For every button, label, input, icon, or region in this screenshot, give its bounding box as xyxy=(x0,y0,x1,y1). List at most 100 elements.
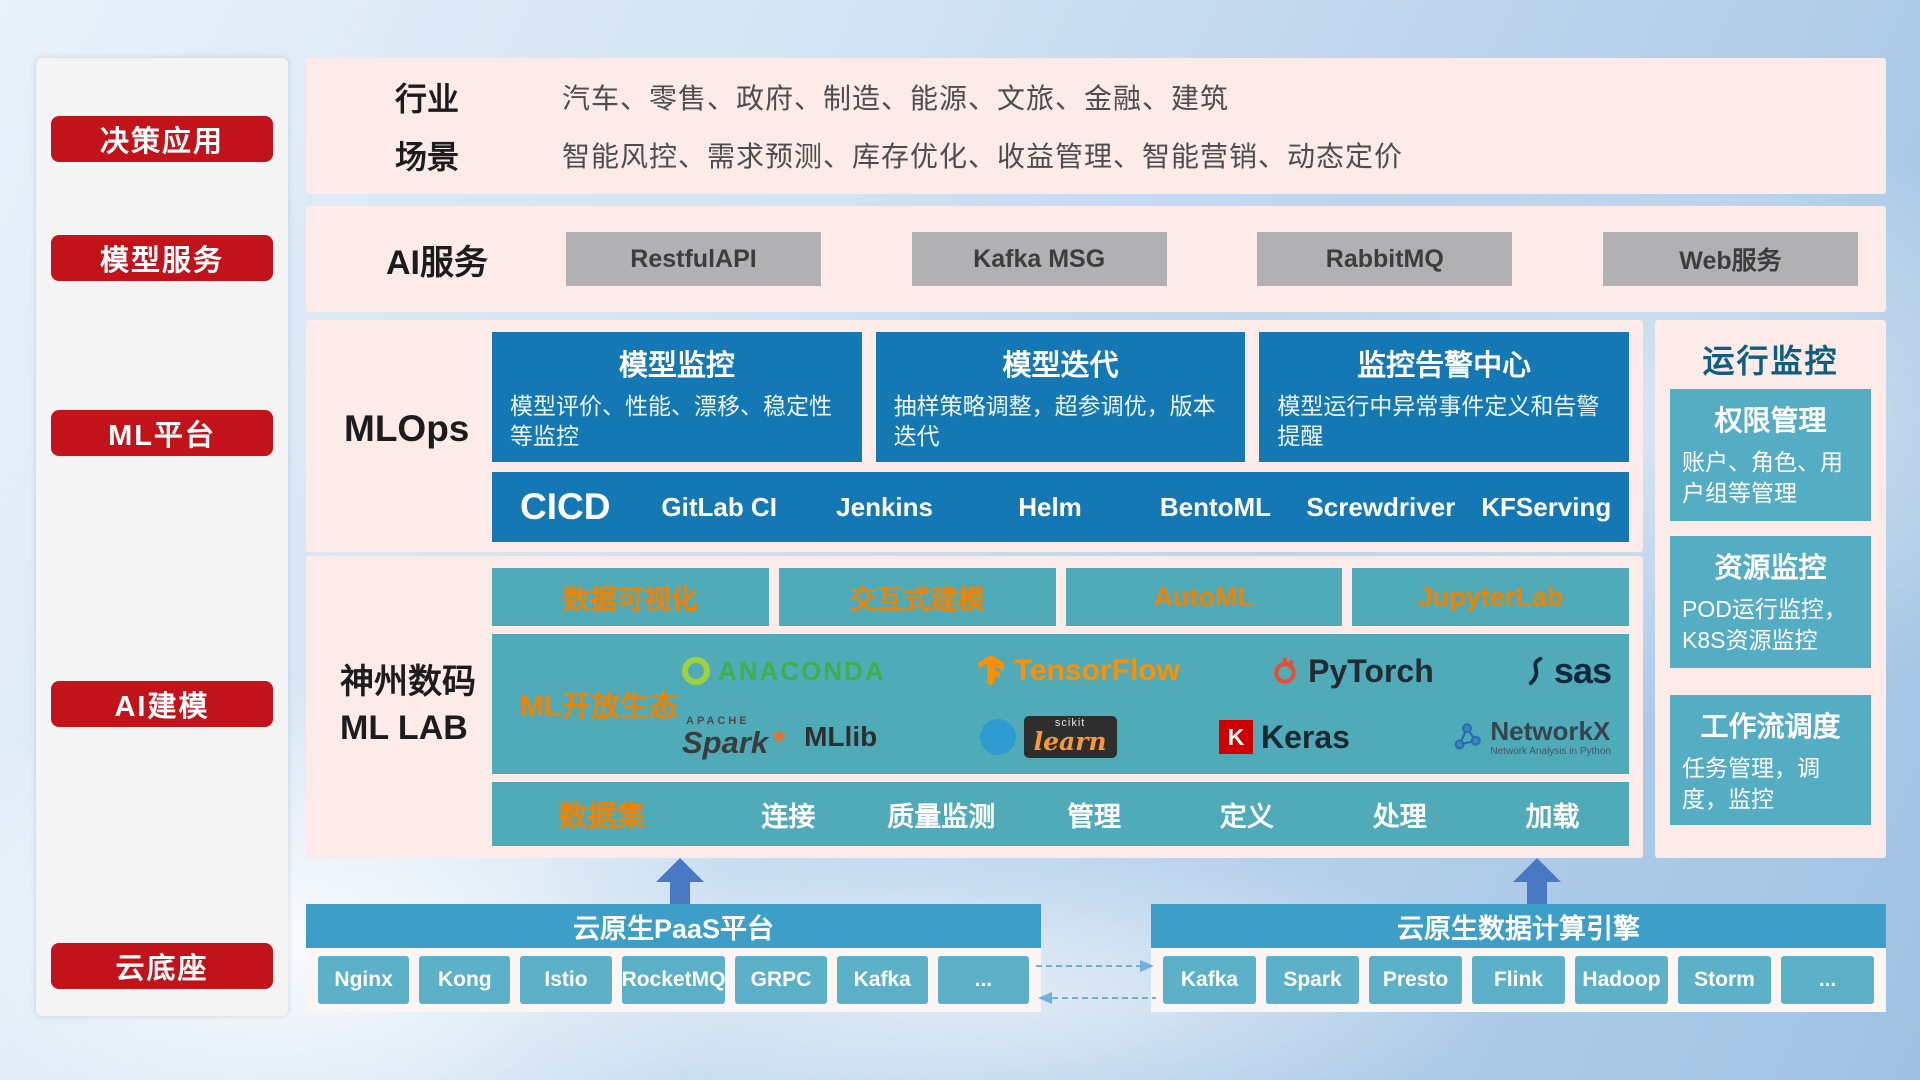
cicd-helm: Helm xyxy=(1018,492,1082,522)
sidebar-item-ai-modeling: AI建模 xyxy=(51,681,273,727)
dataset-define: 定义 xyxy=(1219,801,1274,832)
pytorch-wordmark: PyTorch xyxy=(1308,652,1434,689)
scene-values: 智能风控、需求预测、库存优化、收益管理、智能营销、动态定价 xyxy=(562,141,1404,172)
sas-logo: sas xyxy=(1524,650,1612,692)
mlops-label: MLOps xyxy=(344,408,470,449)
sas-wordmark: sas xyxy=(1553,650,1612,691)
up-arrow-right xyxy=(1513,858,1561,904)
scikit-badge: scikit learn xyxy=(1023,716,1117,758)
service-restfulapi: RestfulAPI xyxy=(566,232,821,286)
ai-service-buttons: RestfulAPI Kafka MSG RabbitMQ Web服务 xyxy=(566,232,1858,286)
service-kafka-msg: Kafka MSG xyxy=(911,232,1167,286)
dataset-bar: 数据集 连接 质量监测 管理 定义 处理 加载 xyxy=(492,782,1629,846)
up-arrow-left xyxy=(656,858,704,904)
anaconda-icon xyxy=(682,657,710,685)
mllab-tools-row: 数据可视化 交互式建模 AutoML JupyterLab xyxy=(492,568,1629,626)
service-web: Web服务 xyxy=(1602,232,1858,286)
tensorflow-wordmark: TensorFlow xyxy=(1013,654,1180,687)
card-workflow-scheduler: 工作流调度 任务管理，调度，监控 xyxy=(1670,695,1871,825)
paas-item-nginx: Nginx xyxy=(318,956,410,1004)
cicd-gitlab-ci: GitLab CI xyxy=(661,492,777,522)
cicd-screwdriver: Screwdriver xyxy=(1306,492,1456,522)
dataset-load: 加载 xyxy=(1525,801,1580,832)
ml-ecosystem-area: ML开放生态 ANACONDA TensorFlow xyxy=(492,634,1629,774)
tool-data-visualization: 数据可视化 xyxy=(492,568,769,626)
ai-service-label: AI服务 xyxy=(386,243,488,282)
paas-header: 云原生PaaS平台 xyxy=(306,904,1041,948)
paas-item-rocketmq: RocketMQ xyxy=(621,956,726,1004)
engine-item-flink: Flink xyxy=(1472,956,1565,1004)
cicd-jenkins: Jenkins xyxy=(836,492,933,522)
card-title: 工作流调度 xyxy=(1700,711,1841,742)
engine-item-spark: Spark xyxy=(1266,956,1359,1004)
mllib-wordmark: MLlib xyxy=(804,721,878,752)
spark-text: Spark xyxy=(682,725,769,760)
mlops-cards: 模型监控 模型评价、性能、漂移、稳定性等监控 模型迭代 抽样策略调整，超参调优，… xyxy=(492,332,1630,462)
card-desc: 模型运行中异常事件定义和告警提醒 xyxy=(1277,393,1600,449)
mllab-label-line1: 神州数码 xyxy=(340,663,476,701)
runtime-monitor-panel: 运行监控 权限管理 账户、角色、用户组等管理 资源监控 POD运行监控，K8S资… xyxy=(1655,320,1886,858)
scikit-wordmark: learn xyxy=(1033,727,1107,756)
card-title: 资源监控 xyxy=(1714,552,1827,583)
scikit-learn-logo: scikit learn xyxy=(979,716,1117,758)
dataset-quality: 质量监测 xyxy=(887,801,996,832)
engine-item-hadoop: Hadoop xyxy=(1575,956,1668,1004)
networkx-wordmark: NetworkX Network Analysis in Python xyxy=(1490,717,1611,757)
tensorflow-icon xyxy=(978,654,1004,685)
card-desc: 账户、角色、用户组等管理 xyxy=(1682,449,1843,507)
keras-logo: K Keras xyxy=(1219,719,1350,756)
industry-scene-panel: 行业 汽车、零售、政府、制造、能源、文旅、金融、建筑 场景 智能风控、需求预测、… xyxy=(306,58,1886,194)
ecosystem-logos: ANACONDA TensorFlow PyTorch xyxy=(682,643,1629,765)
card-desc: 抽样策略调整，超参调优，版本迭代 xyxy=(893,393,1216,449)
networkx-subtitle: Network Analysis in Python xyxy=(1490,745,1611,757)
dataset-label: 数据集 xyxy=(558,801,646,833)
sidebar-item-model-service: 模型服务 xyxy=(51,235,273,281)
card-title: 模型迭代 xyxy=(1002,350,1119,382)
engine-item-storm: Storm xyxy=(1678,956,1771,1004)
card-model-monitoring: 模型监控 模型评价、性能、漂移、稳定性等监控 xyxy=(492,332,862,462)
card-desc: 模型评价、性能、漂移、稳定性等监控 xyxy=(510,393,832,449)
ml-ecosystem-label: ML开放生态 xyxy=(520,691,678,723)
cicd-bentoml: BentoML xyxy=(1159,492,1272,522)
mllab-label-line2: ML LAB xyxy=(340,708,468,747)
card-desc: 任务管理，调度，监控 xyxy=(1682,755,1820,813)
data-engine-title: 云原生数据计算引擎 xyxy=(1397,913,1640,944)
sas-icon xyxy=(1528,656,1543,686)
sidebar-item-ml-platform: ML平台 xyxy=(51,410,273,456)
ai-service-panel: AI服务 RestfulAPI Kafka MSG RabbitMQ Web服务 xyxy=(306,206,1886,312)
card-title: 监控告警中心 xyxy=(1357,350,1532,382)
tool-interactive-modeling: 交互式建模 xyxy=(778,568,1056,626)
card-title: 模型监控 xyxy=(618,350,735,382)
pytorch-icon xyxy=(1274,657,1296,684)
paas-item-more: ... xyxy=(937,956,1029,1004)
keras-icon: K xyxy=(1219,720,1253,754)
card-resource-monitor: 资源监控 POD运行监控，K8S资源监控 xyxy=(1670,536,1871,668)
engine-item-kafka: Kafka xyxy=(1163,956,1256,1004)
mllab-panel: 神州数码 ML LAB 数据可视化 交互式建模 AutoML JupyterLa… xyxy=(306,556,1643,858)
cicd-kfserving: KFServing xyxy=(1481,492,1612,522)
industry-label: 行业 xyxy=(394,81,459,117)
dataset-process: 处理 xyxy=(1372,801,1427,832)
paas-items-strip: Nginx Kong Istio RocketMQ GRPC Kafka ... xyxy=(306,948,1041,1012)
networkx-logo: NetworkX Network Analysis in Python xyxy=(1452,717,1611,757)
scikit-circle-icon xyxy=(979,719,1016,755)
dataset-connect: 连接 xyxy=(761,801,816,832)
tensorflow-logo: TensorFlow xyxy=(976,654,1180,688)
scikit-caption: scikit xyxy=(1054,717,1086,729)
dataset-manage: 管理 xyxy=(1067,801,1122,832)
logo-row-2: APACHE Spark★ MLlib scikit learn K xyxy=(682,709,1611,765)
logo-row-1: ANACONDA TensorFlow PyTorch xyxy=(682,643,1612,699)
card-alert-center: 监控告警中心 模型运行中异常事件定义和告警提醒 xyxy=(1259,332,1630,462)
paas-item-kafka: Kafka xyxy=(836,956,928,1004)
industry-row: 行业 汽车、零售、政府、制造、能源、文旅、金融、建筑 xyxy=(306,74,1886,120)
spark-wordmark: APACHE Spark★ xyxy=(682,716,789,760)
cicd-label: CICD xyxy=(520,486,611,527)
anaconda-logo: ANACONDA xyxy=(682,656,886,687)
paas-item-kong: Kong xyxy=(419,956,511,1004)
data-engine-header: 云原生数据计算引擎 xyxy=(1151,904,1886,948)
industry-values: 汽车、零售、政府、制造、能源、文旅、金融、建筑 xyxy=(562,83,1230,114)
card-model-iteration: 模型迭代 抽样策略调整，超参调优，版本迭代 xyxy=(875,332,1246,462)
spark-star-icon: ★ xyxy=(770,726,789,748)
networkx-text: NetworkX xyxy=(1490,716,1611,747)
card-title: 权限管理 xyxy=(1714,405,1827,436)
